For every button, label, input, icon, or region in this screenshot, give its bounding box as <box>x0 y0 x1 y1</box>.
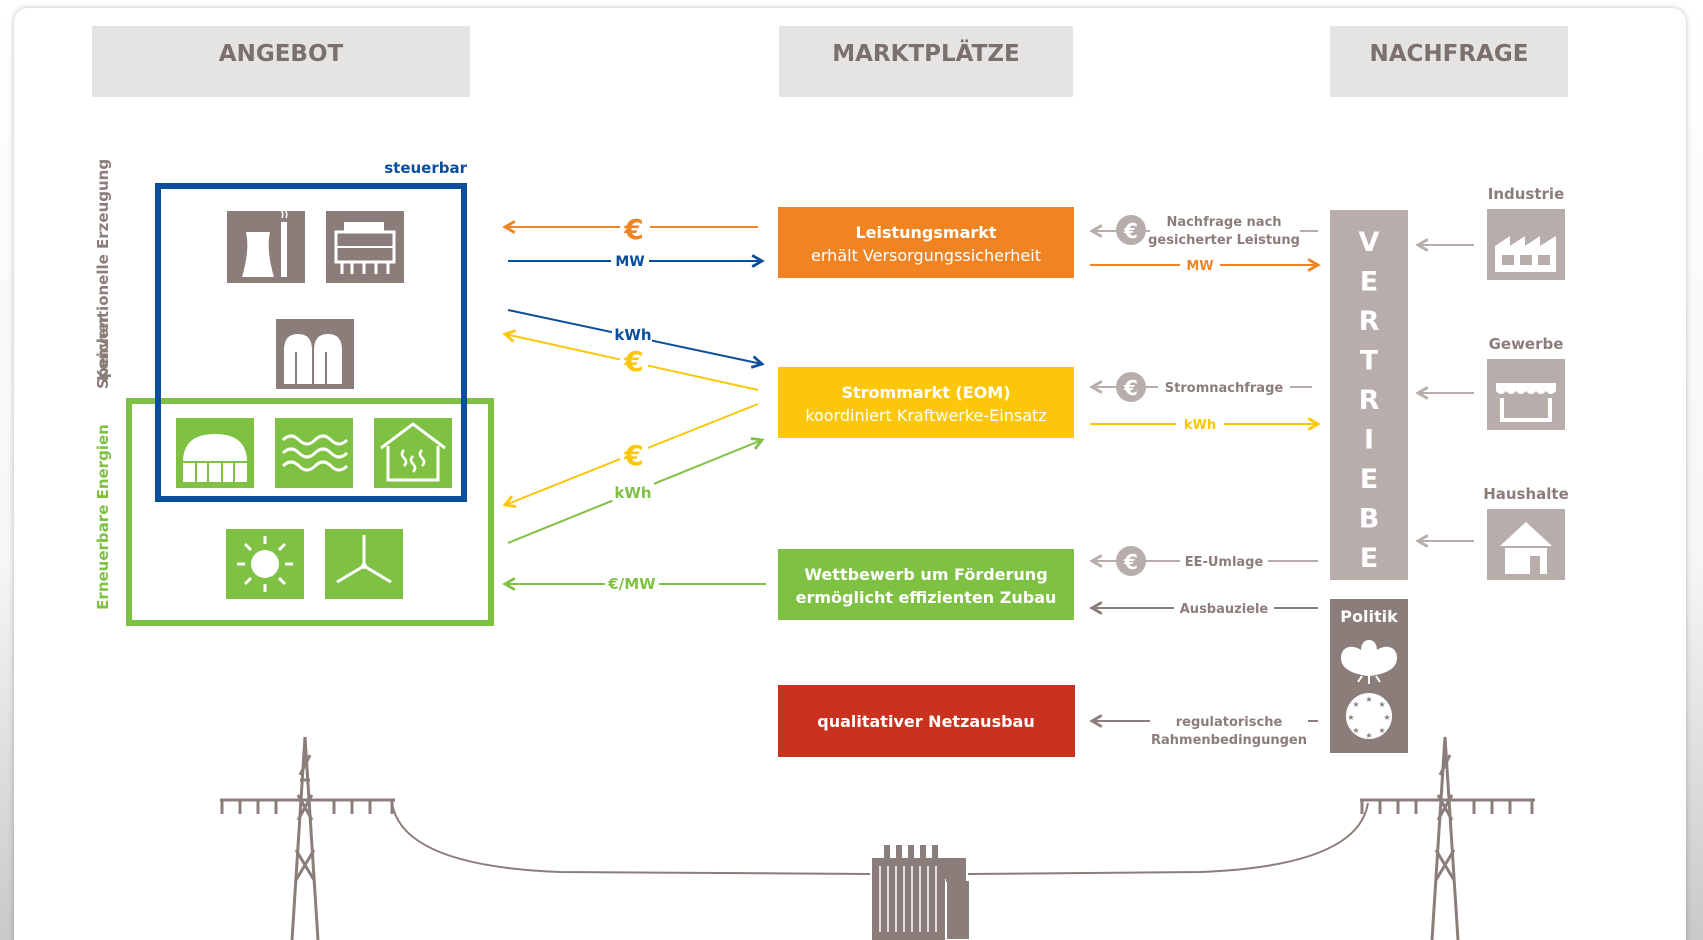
svg-text:★: ★ <box>1378 700 1385 709</box>
controllable-frame <box>155 183 467 502</box>
sales-letter: E <box>1360 543 1378 574</box>
market-energy-subtitle: koordiniert Kraftwerke-Einsatz <box>805 406 1046 425</box>
market-grid-title: qualitativer Netzausbau <box>817 712 1034 731</box>
pylon-left-icon <box>220 736 395 940</box>
sales-letter: B <box>1359 504 1380 535</box>
svg-text:★: ★ <box>1365 731 1372 740</box>
label-energy-demand: Stromnachfrage <box>1165 381 1284 396</box>
geothermal-icon <box>374 418 452 488</box>
house-icon <box>1500 522 1552 574</box>
hydro-icon <box>275 418 353 488</box>
transformer-icon <box>872 845 971 940</box>
header-supply-text: ANGEBOT <box>219 41 344 67</box>
controllable-label: steuerbar <box>384 159 467 177</box>
euro-coin-levy <box>1116 546 1146 576</box>
factory-icon <box>1495 236 1556 272</box>
consumer-business-label: Gewerbe <box>1489 335 1564 353</box>
label-energy-kwh-demand: kWh <box>1184 418 1216 433</box>
nuclear-plant-icon <box>227 209 305 283</box>
power-line <box>391 802 1369 875</box>
market-capacity: Leistungsmarkt erhält Versorgungssicherh… <box>778 207 1074 278</box>
svg-text:★: ★ <box>1383 713 1390 722</box>
sales-letter: R <box>1359 385 1380 416</box>
consumer-business: Gewerbe <box>1487 335 1565 430</box>
label-levy: EE-Umlage <box>1185 555 1264 570</box>
shop-icon <box>1496 383 1556 422</box>
euro-coin-levy-text: € <box>1123 550 1138 574</box>
market-energy: Strommarkt (EOM) koordiniert Kraftwerke-… <box>778 367 1074 438</box>
group-label-conventional-1: Konventionelle Erzeugung <box>94 159 112 381</box>
euro-coin-energy <box>1116 372 1146 402</box>
renewable-frame <box>126 398 494 626</box>
market-subsidy: Wettbewerb um Förderung ermöglicht effiz… <box>778 549 1074 620</box>
label-regulatory-1: regulatorische <box>1176 715 1283 730</box>
sun-icon <box>226 529 304 599</box>
label-energy-kwh: kWh <box>614 326 651 344</box>
market-grid: qualitativer Netzausbau <box>778 685 1075 757</box>
market-energy-title: Strommarkt (EOM) <box>841 383 1010 402</box>
sales-letter: E <box>1360 464 1378 495</box>
label-renewable-kwh: kWh <box>614 484 651 502</box>
storage-icon <box>276 319 354 389</box>
politics-label: Politik <box>1340 607 1398 626</box>
market-subsidy-title: Wettbewerb um Förderung <box>804 565 1047 584</box>
svg-text:★: ★ <box>1365 695 1372 704</box>
svg-text:★: ★ <box>1347 713 1354 722</box>
header-demand-text: NACHFRAGE <box>1370 41 1529 67</box>
svg-text:★: ★ <box>1352 726 1359 735</box>
euro-coin-capacity <box>1116 215 1146 245</box>
consumer-households: Haushalte <box>1483 485 1569 580</box>
market-capacity-subtitle: erhält Versorgungssicherheit <box>811 246 1041 265</box>
wind-turbine-icon <box>325 529 403 599</box>
sales-letter: I <box>1364 425 1374 456</box>
label-regulatory-2: Rahmenbedingungen <box>1151 733 1307 748</box>
label-capacity-mw-demand: MW <box>1186 259 1213 274</box>
eu-flag-icon: ★ ★ ★ ★ ★ ★ ★ ★ <box>1346 693 1392 740</box>
label-targets: Ausbauziele <box>1180 602 1269 617</box>
coal-plant-icon <box>326 211 404 283</box>
pylon-right-icon <box>1360 736 1535 940</box>
sales-letter: T <box>1360 346 1379 377</box>
label-capacity-mw: MW <box>615 254 644 270</box>
market-subsidy-subtitle: ermöglicht effizienten Zubau <box>796 588 1057 607</box>
group-label-renewable: Erneuerbare Energien <box>94 424 112 610</box>
sales-letter: E <box>1360 267 1378 298</box>
label-energy-euro: € <box>623 345 643 378</box>
sales-letter: R <box>1359 306 1380 337</box>
eagle-icon <box>1341 640 1397 684</box>
sales-letter: V <box>1359 227 1380 258</box>
header-supply: ANGEBOT <box>92 26 470 97</box>
label-capacity-demand-2: gesicherter Leistung <box>1148 233 1300 248</box>
consumer-industry: Industrie <box>1487 185 1565 280</box>
consumer-households-label: Haushalte <box>1483 485 1569 503</box>
consumer-industry-label: Industrie <box>1488 185 1565 203</box>
svg-text:★: ★ <box>1378 726 1385 735</box>
label-capacity-demand-1: Nachfrage nach <box>1166 215 1281 230</box>
market-capacity-title: Leistungsmarkt <box>855 223 996 242</box>
header-markets: MARKTPLÄTZE <box>779 26 1073 97</box>
euro-coin-capacity-text: € <box>1123 219 1138 243</box>
label-subsidy: €/MW <box>607 575 656 593</box>
svg-text:★: ★ <box>1352 700 1359 709</box>
group-label-storage: Speicher <box>94 314 112 389</box>
euro-coin-energy-text: € <box>1123 376 1138 400</box>
label-renewable-euro: € <box>623 439 643 472</box>
politics-box: Politik ★ ★ ★ ★ ★ ★ ★ ★ <box>1330 599 1408 753</box>
sales-column <box>1330 210 1408 580</box>
label-capacity-euro: € <box>623 213 643 246</box>
header-markets-text: MARKTPLÄTZE <box>832 39 1020 67</box>
biogas-icon <box>176 418 254 488</box>
header-demand: NACHFRAGE <box>1330 26 1568 97</box>
